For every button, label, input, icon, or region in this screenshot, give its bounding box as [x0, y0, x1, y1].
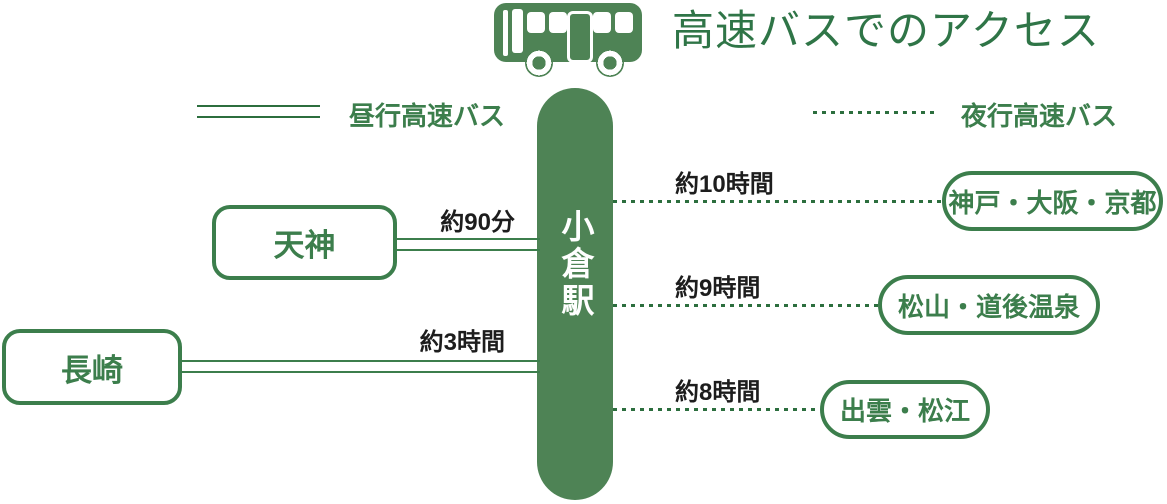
day-route-line-nagasaki — [180, 360, 540, 373]
place-box-tenjin: 天神 — [212, 205, 397, 280]
place-box-nagasaki: 長崎 — [2, 329, 182, 405]
duration-tenjin: 約90分 — [440, 209, 515, 236]
night-route-line-izumo — [613, 408, 820, 411]
legend-night-label: 夜行高速バス — [961, 101, 1118, 131]
place-label: 神戸・大阪・京都 — [948, 187, 1157, 218]
page-title: 高速バスでのアクセス — [672, 6, 1100, 55]
duration-izumo: 約8時間 — [675, 379, 761, 406]
place-label: 長崎 — [61, 352, 123, 388]
night-route-line-kobe — [613, 200, 942, 203]
station-name: 小倉駅 — [557, 208, 594, 320]
place-label: 松山・道後温泉 — [897, 291, 1080, 322]
place-label: 天神 — [273, 228, 336, 263]
bus-door — [567, 11, 593, 63]
duration-nagasaki: 約3時間 — [419, 329, 505, 356]
bus-window — [615, 12, 633, 33]
night-route-line-matsuyama — [613, 304, 878, 307]
legend-day-label: 昼行高速バス — [349, 101, 506, 131]
legend-night-line-sample — [813, 111, 935, 114]
duration-kobe: 約10時間 — [675, 171, 774, 198]
place-box-kobe-osaka-kyoto: 神戸・大阪・京都 — [942, 171, 1163, 231]
duration-matsuyama: 約9時間 — [675, 275, 761, 302]
bus-window — [593, 12, 611, 33]
day-route-line-tenjin — [395, 238, 540, 251]
station-kokura-pill: 小倉駅 — [537, 88, 613, 500]
legend-day-line-sample — [197, 105, 320, 118]
bus-window — [527, 12, 545, 33]
bus-windshield-stripe — [503, 10, 508, 56]
place-box-izumo-matsue: 出雲・松江 — [820, 380, 990, 439]
bus-icon — [494, 2, 642, 82]
place-label: 出雲・松江 — [839, 396, 970, 426]
bus-wheel — [525, 49, 553, 77]
bus-window — [549, 12, 567, 33]
bus-wheel — [596, 49, 624, 77]
place-box-matsuyama-dogo: 松山・道後温泉 — [878, 275, 1100, 335]
bus-front-window — [512, 9, 523, 53]
